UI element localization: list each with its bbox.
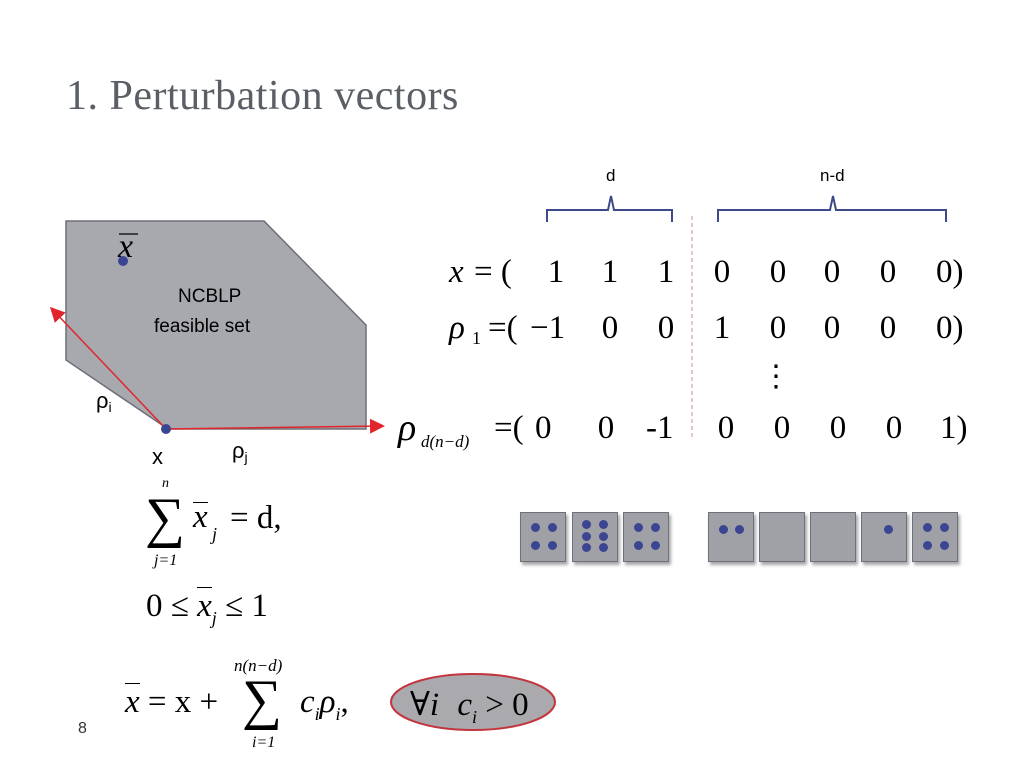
condition-text: ∀i ci > 0 — [410, 687, 529, 727]
dot — [923, 541, 932, 550]
dot — [582, 543, 591, 552]
dot — [582, 520, 591, 529]
dot-square — [520, 512, 566, 562]
dot — [531, 541, 540, 550]
vertical-ellipsis: ⋮ — [761, 360, 791, 393]
rho-i-label: ρi — [96, 388, 112, 415]
rho-j-label: ρj — [232, 438, 248, 465]
dot — [548, 541, 557, 550]
dot — [719, 525, 728, 534]
dot — [634, 541, 643, 550]
dot — [940, 541, 949, 550]
bound-formula: 0 ≤ xj ≤ 1 — [146, 587, 268, 628]
brace-n-d — [717, 195, 947, 222]
dot-square — [810, 512, 856, 562]
dot-square — [759, 512, 805, 562]
dot — [634, 523, 643, 532]
dot — [599, 520, 608, 529]
dot — [548, 523, 557, 532]
dot — [599, 532, 608, 541]
dot-square — [912, 512, 958, 562]
feasible-set-polygon — [65, 220, 367, 430]
xbar-label: x — [118, 228, 134, 265]
condition-ellipse — [390, 673, 556, 731]
feasible-set-label: feasible set — [154, 316, 251, 337]
dot — [735, 525, 744, 534]
dot — [531, 523, 540, 532]
dot — [651, 541, 660, 550]
vertex-label: x — [152, 444, 163, 469]
brace-d — [546, 195, 673, 222]
dot — [923, 523, 932, 532]
dot-square — [623, 512, 669, 562]
sum-body-var: x — [193, 499, 208, 535]
dot — [599, 543, 608, 552]
rho-j-arrow — [165, 418, 385, 434]
combination-sum-symbol: ∑ — [242, 669, 282, 731]
matrix-row-rho1: ρ 1 =( −1 0 0 1 0 0 0 0) — [449, 310, 964, 348]
dot-square — [708, 512, 754, 562]
dot — [884, 525, 893, 534]
sum-lower-limit: j=1 — [154, 552, 178, 569]
combination-upper-limit: n(n−d) — [234, 656, 283, 675]
brace-d-label: d — [606, 166, 616, 185]
brace-n-d-label: n-d — [820, 166, 845, 185]
dot — [582, 532, 591, 541]
sum-symbol: ∑ — [145, 487, 185, 549]
dot-square — [572, 512, 618, 562]
vertex-point — [161, 424, 171, 434]
dot — [651, 523, 660, 532]
xbar-point — [118, 256, 128, 266]
combination-lower-limit: i=1 — [252, 734, 276, 751]
matrix-row-x: x = ( 1 1 1 0 0 0 0 0) — [449, 254, 964, 290]
ncblp-label: NCBLP — [178, 286, 242, 307]
combination-body: ciρi, — [300, 684, 349, 724]
slide-title: 1. Perturbation vectors — [66, 73, 459, 119]
dot-square — [861, 512, 907, 562]
sum-body-sub: j — [212, 524, 218, 544]
combination-lhs: x = x + — [125, 683, 219, 720]
dot — [940, 523, 949, 532]
sum-rhs: = d, — [230, 500, 282, 536]
sum-upper-limit: n — [162, 476, 169, 491]
matrix-row-rho-last: ρ d(n−d) =( 0 0 -1 0 0 0 0 1) — [398, 407, 968, 451]
slide-number: 8 — [78, 720, 87, 737]
rho-i-arrow — [49, 306, 167, 430]
